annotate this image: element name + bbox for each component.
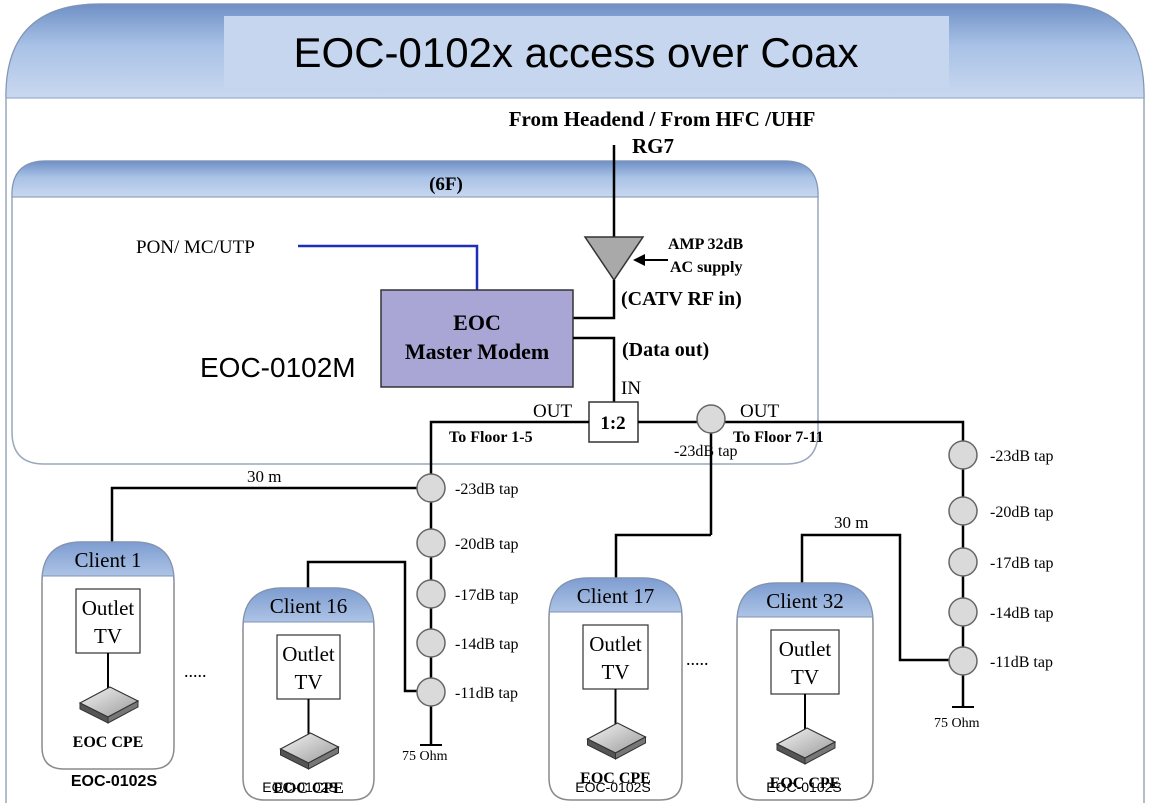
- left-tap-3: [416, 579, 446, 609]
- right-tap-chain: -23dB tap -20dB tap -17dB tap -14dB tap -11d…: [948, 440, 1054, 676]
- left-tap-2: [416, 528, 446, 558]
- client16-drop-line: [306, 560, 431, 693]
- right-branch-tap: [696, 404, 726, 434]
- cpe-device-icon: [586, 722, 647, 760]
- right-tap-label-2: -20dB tap: [990, 504, 1054, 521]
- master-modem-box: [380, 289, 574, 388]
- left-tap-label-1: -23dB tap: [455, 481, 519, 498]
- outlet-label: Outlet: [82, 596, 135, 620]
- client1-drop-line: [110, 486, 431, 552]
- right-tap-4: [948, 597, 978, 627]
- cpe-device-icon: [78, 686, 140, 724]
- left-tap-1: [416, 473, 446, 503]
- ellipsis-left: .....: [184, 661, 207, 681]
- tv-label: TV: [94, 624, 122, 648]
- right-tap-label-3: -17dB tap: [990, 555, 1054, 572]
- master-modem-line1: EOC: [453, 310, 501, 335]
- tv-label: TV: [791, 665, 819, 689]
- client-model-label: EOC-0102S: [262, 779, 337, 795]
- client-card-header: [548, 577, 683, 619]
- rf-in-line: [573, 280, 616, 320]
- pon-label: PON/ MC/UTP: [136, 237, 255, 258]
- client-name: Client 1: [74, 548, 141, 572]
- rf-in-label: (CATV RF in): [621, 288, 742, 310]
- splitter-out-left-label: OUT: [533, 401, 572, 422]
- cpe-label: EOC CPE: [73, 734, 144, 751]
- title-box: [224, 16, 949, 88]
- left-tap-label-4: -14dB tap: [455, 636, 519, 653]
- cpe-label: EOC CPE: [273, 780, 344, 797]
- amplifier-icon: [583, 236, 645, 282]
- left-tap-chain: -23dB tap -20dB tap -17dB tap -14dB tap -11d…: [416, 473, 519, 707]
- client-name: Client 17: [577, 584, 655, 608]
- splitter-in-label: IN: [621, 378, 641, 399]
- left-branch-label: To Floor 1-5: [449, 429, 533, 446]
- diagram-title: EOC-0102x access over Coax: [294, 29, 859, 76]
- outlet-label: Outlet: [589, 632, 642, 656]
- cable-type-label: RG7: [632, 134, 674, 158]
- left-tap-5: [416, 677, 446, 707]
- outlet-label: Outlet: [282, 642, 335, 666]
- ac-supply-arrowhead: [633, 254, 645, 266]
- ellipsis-right: .....: [686, 649, 709, 669]
- data-out-line: [573, 336, 616, 402]
- right-tap-5: [948, 646, 978, 676]
- data-out-label: (Data out): [622, 339, 709, 361]
- client-model-label: EOC-0102S: [71, 773, 158, 790]
- tv-label: TV: [295, 670, 323, 694]
- client17-drop-line: [614, 533, 711, 585]
- cpe-label: EOC CPE: [580, 770, 651, 787]
- tv-label: TV: [602, 660, 630, 684]
- client-name: Client 32: [766, 589, 844, 613]
- right-tap-3: [948, 547, 978, 577]
- client-name: Client 16: [270, 594, 348, 618]
- client-card-header: [41, 541, 175, 583]
- right-tap-label-1: -23dB tap: [990, 448, 1054, 465]
- cpe-device-icon: [775, 727, 837, 765]
- client-card-header: [736, 582, 874, 624]
- left-tap-label-2: -20dB tap: [455, 536, 519, 553]
- cable-length-right: 30 m: [834, 513, 868, 532]
- amp-gain-label: AMP 32dB: [668, 236, 743, 253]
- splitter-out-right-label: OUT: [740, 401, 779, 422]
- right-tap-label-4: -14dB tap: [990, 605, 1054, 622]
- right-tap-label-5: -11dB tap: [990, 654, 1053, 671]
- left-terminator-label: 75 Ohm: [402, 749, 448, 764]
- outlet-box: [75, 588, 141, 654]
- pon-line: [298, 244, 479, 290]
- right-tap-2: [948, 496, 978, 526]
- client32-drop-line: [800, 533, 963, 662]
- outlet-label: Outlet: [779, 637, 832, 661]
- left-tap-label-5: -11dB tap: [455, 685, 518, 702]
- source-label: From Headend / From HFC /UHF: [509, 107, 816, 131]
- right-branch-tap-label: -23dB tap: [674, 443, 738, 460]
- amp-supply-label: AC supply: [670, 259, 742, 276]
- client-model-label: EOC-0102S: [575, 779, 650, 795]
- right-branch-label: To Floor 7-11: [733, 429, 824, 446]
- cpe-device-icon: [279, 732, 340, 770]
- left-tap-4: [416, 628, 446, 658]
- left-tap-label-3: -17dB tap: [455, 587, 519, 604]
- outlet-box: [276, 634, 341, 700]
- master-modem-line2: Master Modem: [405, 339, 549, 364]
- outlet-box: [770, 629, 840, 695]
- cable-length-left: 30 m: [247, 467, 281, 486]
- outlet-box: [582, 624, 649, 690]
- right-terminator-label: 75 Ohm: [934, 716, 980, 731]
- right-tap-1: [948, 440, 978, 470]
- client-card-header: [242, 587, 375, 629]
- client-model-label: EOC-0102S: [766, 779, 841, 795]
- master-model-label: EOC-0102M: [200, 352, 356, 383]
- splitter-label: 1:2: [600, 413, 625, 434]
- cpe-label: EOC CPE: [770, 775, 841, 792]
- floor-panel-title: (6F): [429, 174, 463, 195]
